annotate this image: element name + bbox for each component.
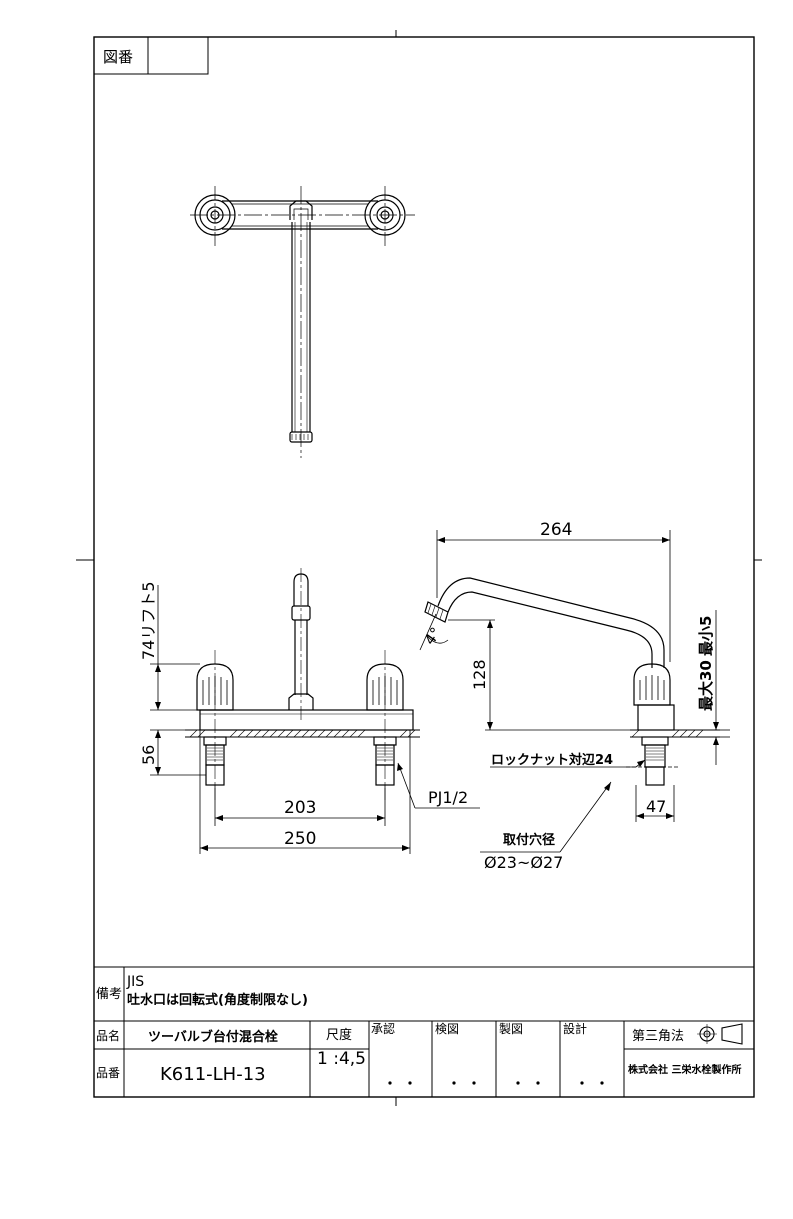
dim-min-thickness: 最小5: [697, 616, 715, 656]
dim-reach: 264: [540, 520, 572, 540]
drafter-label: 製図: [499, 1022, 523, 1036]
product-name-label: 品名: [96, 1028, 120, 1043]
side-dimension-arrows: [437, 537, 719, 819]
company-name: 株式会社 三栄水栓製作所: [628, 1063, 741, 1076]
title-block-lines: [94, 966, 754, 1097]
side-view: [424, 577, 720, 786]
approve-label: 承認: [371, 1021, 395, 1036]
dim-hole-label: 取付穴径: [503, 832, 555, 848]
sheet-border: [93, 36, 755, 1098]
product-number: K611-LH-13: [160, 1064, 266, 1085]
top-view: [190, 186, 415, 458]
front-dimensions: [150, 585, 480, 854]
inspect-label: 検図: [435, 1022, 459, 1036]
product-number-label: 品番: [96, 1066, 120, 1080]
scale-value: 1 :4,5: [317, 1049, 366, 1069]
drawing-number-box: [93, 36, 209, 75]
projection-label: 第三角法: [632, 1029, 684, 1044]
side-dimensions: [419, 530, 730, 853]
remarks-line2: 吐水口は回転式(角度制限なし): [127, 992, 308, 1008]
signature-dots: [388, 1081, 604, 1085]
third-angle-projection-icon: [697, 1023, 743, 1045]
front-dimension-arrows: [155, 664, 410, 851]
dim-base-height: 56: [139, 745, 158, 765]
dim-nut-width: 47: [646, 797, 666, 816]
dim-spout-height: 128: [470, 659, 489, 690]
scale-label: 尺度: [326, 1027, 352, 1043]
dim-max-thickness: 最大30: [697, 660, 715, 711]
product-name: ツーバルブ台付混合栓: [148, 1029, 278, 1045]
dim-hole-value: Ø23~Ø27: [484, 853, 563, 872]
dim-angle: 4°: [421, 624, 446, 648]
design-label: 設計: [563, 1021, 587, 1036]
remarks-label: 備考: [96, 986, 122, 1002]
dim-outer-pitch: 250: [284, 829, 316, 849]
dim-locknut: ロックナット対辺24: [491, 752, 613, 768]
remarks-line1: JIS: [126, 974, 144, 990]
dim-handle-height: 74リフト5: [139, 581, 158, 660]
dim-inner-pitch: 203: [284, 798, 316, 818]
drawing-number-label: 図番: [103, 48, 133, 66]
dim-thread: PJ1/2: [428, 788, 468, 807]
front-view: [185, 568, 420, 800]
